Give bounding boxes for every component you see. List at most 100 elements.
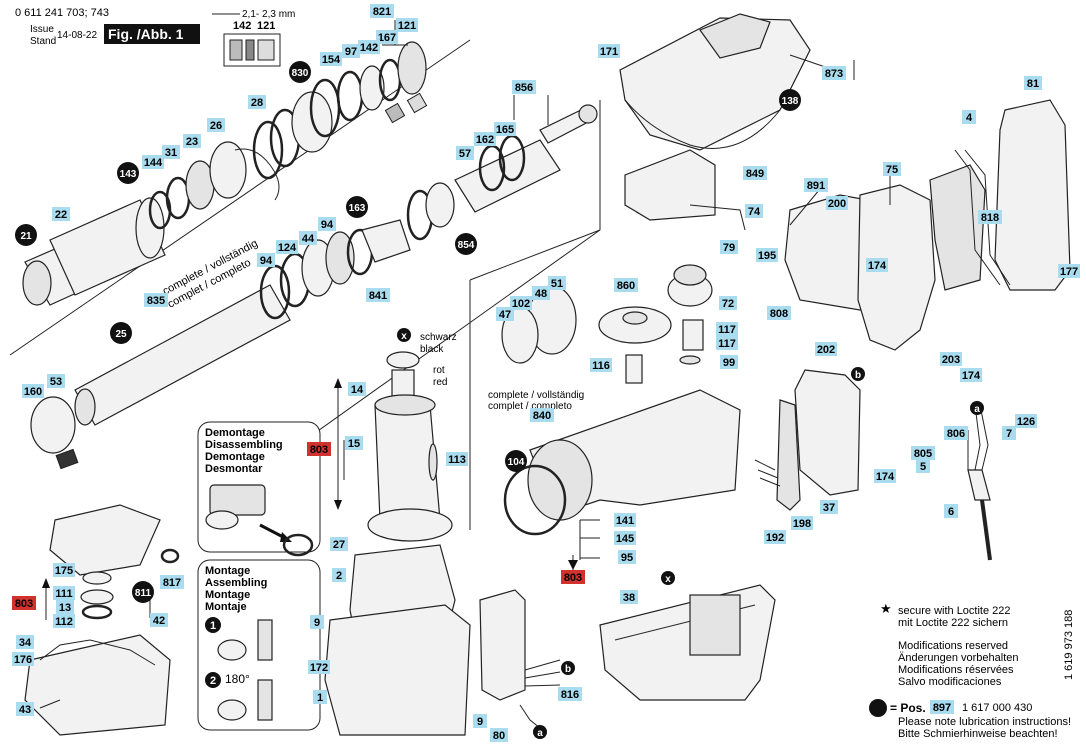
svg-text:113: 113	[448, 454, 466, 466]
mod-line-2: Änderungen vorbehalten	[898, 652, 1018, 664]
svg-text:198: 198	[793, 518, 811, 530]
svg-text:830: 830	[292, 68, 309, 79]
part-label-144: 144	[142, 155, 164, 169]
svg-text:856: 856	[515, 82, 533, 94]
svg-text:a: a	[974, 404, 980, 415]
svg-text:805: 805	[914, 448, 932, 460]
svg-text:b: b	[855, 370, 861, 381]
part-label-23: 23	[183, 134, 201, 148]
part-label-126: 126	[1015, 414, 1037, 428]
svg-text:9: 9	[477, 716, 483, 728]
circle-label-854: 854	[455, 233, 477, 255]
svg-text:75: 75	[886, 164, 898, 176]
svg-text:2: 2	[336, 570, 342, 582]
part-label-80: 80	[490, 728, 508, 742]
svg-text:143: 143	[120, 169, 137, 180]
svg-text:803: 803	[15, 598, 33, 610]
issue-label: Issue	[30, 24, 54, 35]
wire-black: black	[420, 344, 444, 355]
mod-line-3: Modifications réservées	[898, 664, 1014, 676]
part-label-43: 43	[16, 702, 34, 716]
part-label-112: 112	[53, 614, 75, 628]
svg-text:48: 48	[535, 288, 547, 300]
brush-holder	[479, 589, 561, 729]
part-label-5: 5	[916, 459, 930, 473]
svg-text:873: 873	[825, 68, 843, 80]
svg-text:117: 117	[718, 324, 736, 336]
part-label-9-lower: 9	[473, 714, 487, 728]
demontage-line-1: Demontage	[205, 427, 265, 439]
part-label-174-lower: 174	[874, 469, 896, 483]
svg-text:117: 117	[718, 338, 736, 350]
svg-text:177: 177	[1060, 266, 1078, 278]
part-label-1: 1	[313, 690, 327, 704]
svg-text:47: 47	[499, 309, 511, 321]
svg-text:200: 200	[828, 198, 846, 210]
fig-title-box	[104, 24, 200, 44]
pos-label: = Pos.	[890, 701, 926, 715]
svg-text:154: 154	[322, 54, 341, 66]
part-label-117-b: 117	[716, 336, 738, 350]
part-label-176: 176	[12, 652, 34, 666]
part-label-841: 841	[366, 288, 390, 302]
wire-rot: rot	[433, 365, 445, 376]
part-label-47: 47	[496, 307, 514, 321]
svg-text:104: 104	[508, 457, 525, 468]
part-label-805: 805	[911, 446, 935, 460]
svg-text:174: 174	[868, 260, 887, 272]
svg-text:5: 5	[920, 461, 926, 473]
part-label-99: 99	[720, 355, 738, 369]
dimension-arrows	[42, 378, 578, 620]
part-label-15: 15	[345, 436, 363, 450]
marker-b-2: b	[561, 661, 575, 675]
gearbox-housing	[503, 389, 741, 536]
part-label-200: 200	[826, 196, 848, 210]
stand-label: Stand	[30, 36, 56, 47]
red-label-803-motor: 803	[307, 442, 331, 456]
power-cable	[967, 404, 992, 561]
svg-text:13: 13	[59, 602, 71, 614]
part-label-113: 113	[446, 452, 468, 466]
part-label-34: 34	[16, 635, 34, 649]
part-label-175: 175	[53, 563, 75, 577]
svg-text:835: 835	[147, 295, 165, 307]
circle-label-25: 25	[110, 322, 132, 344]
montage-line-2: Assembling	[205, 577, 267, 589]
red-label-803-left: 803	[12, 596, 36, 610]
lube-line-2: Bitte Schmierhinweise beachten!	[898, 728, 1058, 740]
svg-text:42: 42	[153, 615, 165, 627]
svg-text:124: 124	[278, 242, 297, 254]
part-label-31: 31	[162, 145, 180, 159]
part-label-849: 849	[743, 166, 767, 180]
svg-text:171: 171	[600, 46, 618, 58]
svg-text:99: 99	[723, 357, 735, 369]
top-cover	[619, 13, 811, 231]
marker-a-1: a	[970, 401, 984, 415]
svg-text:80: 80	[493, 730, 505, 742]
wire-schwarz: schwarz	[420, 332, 457, 343]
part-label-4: 4	[962, 110, 976, 124]
part-label-57: 57	[456, 146, 474, 160]
svg-text:15: 15	[348, 438, 360, 450]
part-label-835: 835	[144, 293, 168, 307]
loctite-line-2: mit Loctite 222 sichern	[898, 617, 1008, 629]
svg-text:803: 803	[564, 572, 582, 584]
part-label-177: 177	[1058, 264, 1080, 278]
bottom-cover	[599, 584, 776, 701]
lube-line-1: Please note lubrication instructions!	[898, 716, 1071, 728]
montage-step-2: 2	[210, 675, 216, 687]
side-code: 1 619 973 188	[1063, 610, 1075, 680]
red-label-803-gearbox: 803	[561, 570, 585, 584]
rear-handle	[784, 99, 1071, 351]
svg-text:808: 808	[770, 308, 788, 320]
part-label-48: 48	[532, 286, 550, 300]
part-label-42: 42	[150, 613, 168, 627]
part-label-203: 203	[940, 352, 962, 366]
svg-text:818: 818	[981, 212, 999, 224]
part-label-816: 816	[558, 687, 582, 701]
svg-text:4: 4	[966, 112, 973, 124]
svg-text:31: 31	[165, 147, 177, 159]
svg-text:142: 142	[360, 42, 378, 54]
part-label-165: 165	[494, 122, 516, 136]
